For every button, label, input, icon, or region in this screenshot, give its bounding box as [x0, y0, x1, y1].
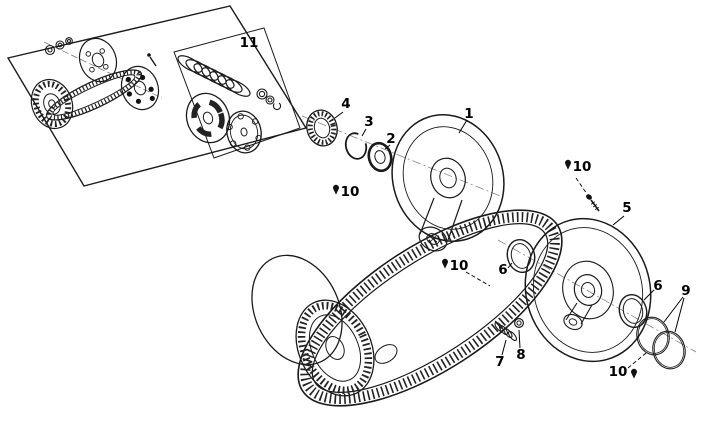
callout-4: 4 [341, 96, 350, 112]
callout-10-mid: 10 [450, 258, 469, 274]
callout-8: 8 [516, 347, 525, 363]
part-8-washer [513, 318, 524, 329]
part-1-pulley-face [391, 114, 505, 252]
inset-washer-stack [44, 37, 73, 56]
inset-fan-pulley [30, 78, 74, 130]
callout-6-right: 6 [653, 278, 662, 294]
inset-drive-assembly [6, 5, 308, 187]
inset-frame [6, 5, 308, 187]
part-7-spring-pin [494, 321, 518, 342]
inset-ramp-plate [120, 65, 160, 111]
leader-9a [663, 296, 684, 323]
inset-subframe [173, 27, 301, 159]
callout-labels: 11 4 3 2 1 5 6 6 9 7 8 10 10 10 10 [240, 35, 691, 380]
callout-1: 1 [464, 106, 473, 122]
callout-11: 11 [240, 35, 259, 51]
leader-3 [361, 128, 367, 137]
pin-icon-bottom [631, 368, 637, 379]
drive-belt [297, 209, 563, 407]
callout-6-left: 6 [498, 262, 507, 278]
part-6-ring-right [618, 293, 648, 329]
part-3-circlip [344, 132, 368, 160]
case-boss [374, 344, 398, 364]
leader-6-left [507, 262, 513, 269]
leader-4 [334, 111, 344, 119]
toothed-pulley-face [295, 299, 375, 397]
leader-9b [674, 297, 685, 333]
callout-2: 2 [386, 131, 395, 147]
leader-8 [518, 329, 521, 349]
callout-9: 9 [681, 283, 690, 299]
inset-drive-face [78, 37, 118, 83]
part-9-o-rings [636, 316, 686, 370]
leader-10-mid [465, 271, 491, 287]
leader-2 [384, 144, 391, 150]
part-6-ring-left [506, 238, 536, 274]
axis-line-lower [497, 239, 697, 353]
callout-3: 3 [364, 114, 373, 130]
leader-6-right [643, 289, 655, 301]
inset-clutch-shoes [185, 92, 231, 144]
leader-7 [501, 339, 507, 356]
inset-clutch-spring [177, 55, 251, 97]
main-driven-assembly [251, 109, 697, 407]
callout-10-bottom: 10 [609, 364, 628, 380]
axis-line-upper [301, 115, 501, 197]
leader-10-bottom [627, 352, 647, 369]
callout-10-left: 10 [341, 184, 360, 200]
leader-1 [458, 119, 468, 134]
callout-10-top: 10 [573, 159, 592, 175]
part-2-oil-seal [367, 141, 393, 173]
callout-5: 5 [622, 200, 631, 216]
leader-lines [334, 111, 685, 369]
part-5-outer-disc [524, 217, 652, 363]
pin-icon-left [333, 184, 339, 195]
part-4-needle-bearing [306, 109, 338, 147]
leader-10-top [575, 177, 588, 195]
callout-7: 7 [495, 354, 504, 370]
pin-icon-mid [442, 258, 448, 269]
inset-axis-line [43, 41, 163, 99]
inset-small-rings [256, 88, 282, 111]
part-10-screw [586, 194, 600, 212]
pin-icon-top [565, 159, 571, 170]
leader-5 [612, 215, 625, 226]
rear-pulley-half [251, 254, 343, 366]
inset-bolt-icon [147, 53, 157, 67]
inset-clutch-drum [226, 110, 262, 154]
